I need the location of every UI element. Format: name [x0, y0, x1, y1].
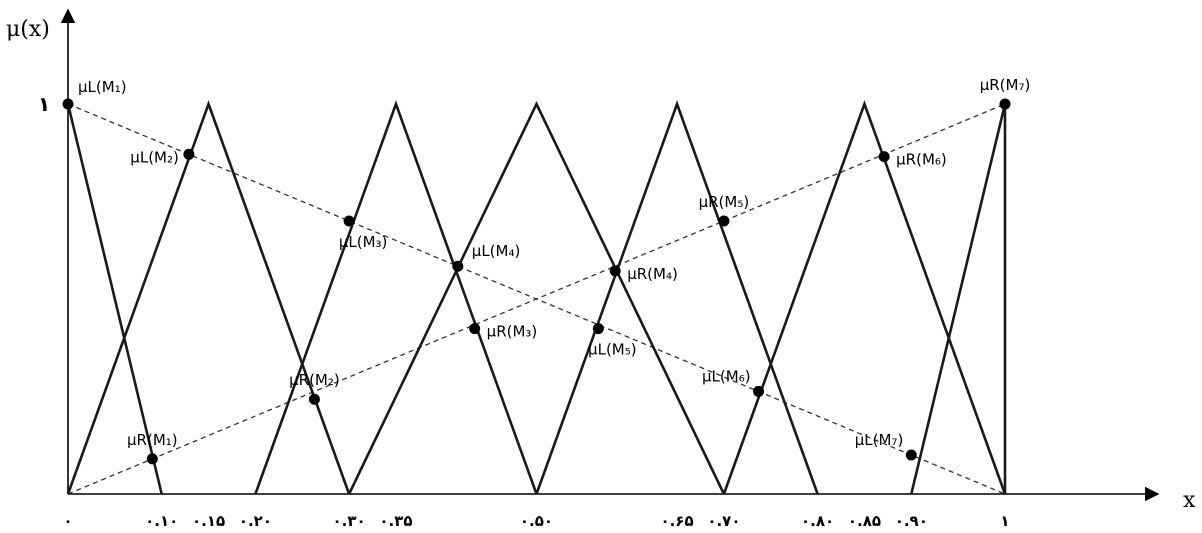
x-tick-label: ۰.۳۵ [379, 512, 412, 530]
x-tick-label: ۰.۶۵ [660, 512, 693, 530]
point-muR-M6 [878, 151, 890, 163]
x-tick-label: ۰.۸۵ [848, 512, 881, 530]
x-tick-label: ۰ [63, 512, 72, 530]
point-muL-M2 [183, 148, 195, 160]
mu-R-line [67, 103, 1006, 495]
point-muR-M2 [308, 393, 320, 405]
x-tick-label: ۰.۱۰ [145, 512, 178, 530]
label-muL-M6: μL(M₆) [702, 367, 751, 385]
label-muL-M7: μL(M₇) [855, 431, 904, 449]
point-muL-M6 [753, 385, 765, 397]
label-muR-M7: μR(M₇) [980, 76, 1031, 94]
membership-points [62, 98, 1011, 465]
label-muL-M4: μL(M₄) [472, 242, 521, 260]
x-tick-label: ۰.۲۰ [239, 512, 272, 530]
point-muL-M3 [343, 215, 355, 227]
label-muR-M4: μR(M₄) [627, 265, 678, 283]
x-axis-label: x [1183, 488, 1196, 513]
label-muR-M3: μR(M₃) [487, 323, 538, 341]
y-axis-label: μ(x) [6, 17, 50, 42]
point-muL-M5 [592, 323, 604, 335]
label-muR-M1: μR(M₁) [127, 431, 178, 449]
x-tick-label: ۰.۵۰ [520, 512, 553, 530]
label-muR-M2: μR(M₂) [289, 371, 340, 389]
dashed-lines [67, 103, 1006, 495]
x-tick-label: ۱ [1000, 512, 1009, 530]
label-muR-M5: μR(M₅) [699, 193, 750, 211]
membership-triangles [66, 100, 1007, 495]
x-tick-label: ۰.۹۰ [895, 512, 928, 530]
triangle-M4 [347, 100, 726, 495]
x-tick-label: ۰.۱۵ [192, 512, 225, 530]
point-muL-M7 [905, 449, 917, 461]
label-muL-M2: μL(M₂) [130, 148, 179, 166]
label-muR-M6: μR(M₆) [896, 151, 947, 169]
point-muL-M4 [452, 260, 464, 272]
x-tick-label: ۰.۷۰ [707, 512, 740, 530]
point-muR-M3 [469, 323, 481, 335]
y-one-label: ۱ [38, 92, 50, 116]
triangle-M6 [722, 100, 1007, 495]
point-muR-M1 [146, 453, 158, 465]
point-muL-M1 [62, 98, 74, 110]
label-muL-M5: μL(M₅) [588, 341, 637, 359]
x-tick-label: ۰.۳۰ [333, 512, 366, 530]
triangle-M5 [535, 100, 819, 495]
point-muR-M5 [718, 215, 730, 227]
triangle-M1 [66, 103, 163, 495]
x-tick-labels: ۰ ۰.۱۰ ۰.۱۵ ۰.۲۰ ۰.۳۰ ۰.۳۵ ۰.۵۰ ۰.۶۵ ۰.۷۰ ۰.۸۰ ۰.۸… [63, 512, 1009, 530]
point-labels: μL(M₁) μL(M₂) μL(M₃) μL(M₄) μL(M₅) μL(M₆) μL(M… [78, 76, 1030, 449]
point-muR-M7 [999, 98, 1011, 110]
label-muL-M3: μL(M₃) [339, 233, 388, 251]
triangle-M2 [66, 100, 351, 495]
label-muL-M1: μL(M₁) [78, 78, 127, 96]
point-muR-M4 [609, 265, 621, 277]
triangle-M3 [254, 100, 538, 495]
x-tick-label: ۰.۸۰ [801, 512, 834, 530]
